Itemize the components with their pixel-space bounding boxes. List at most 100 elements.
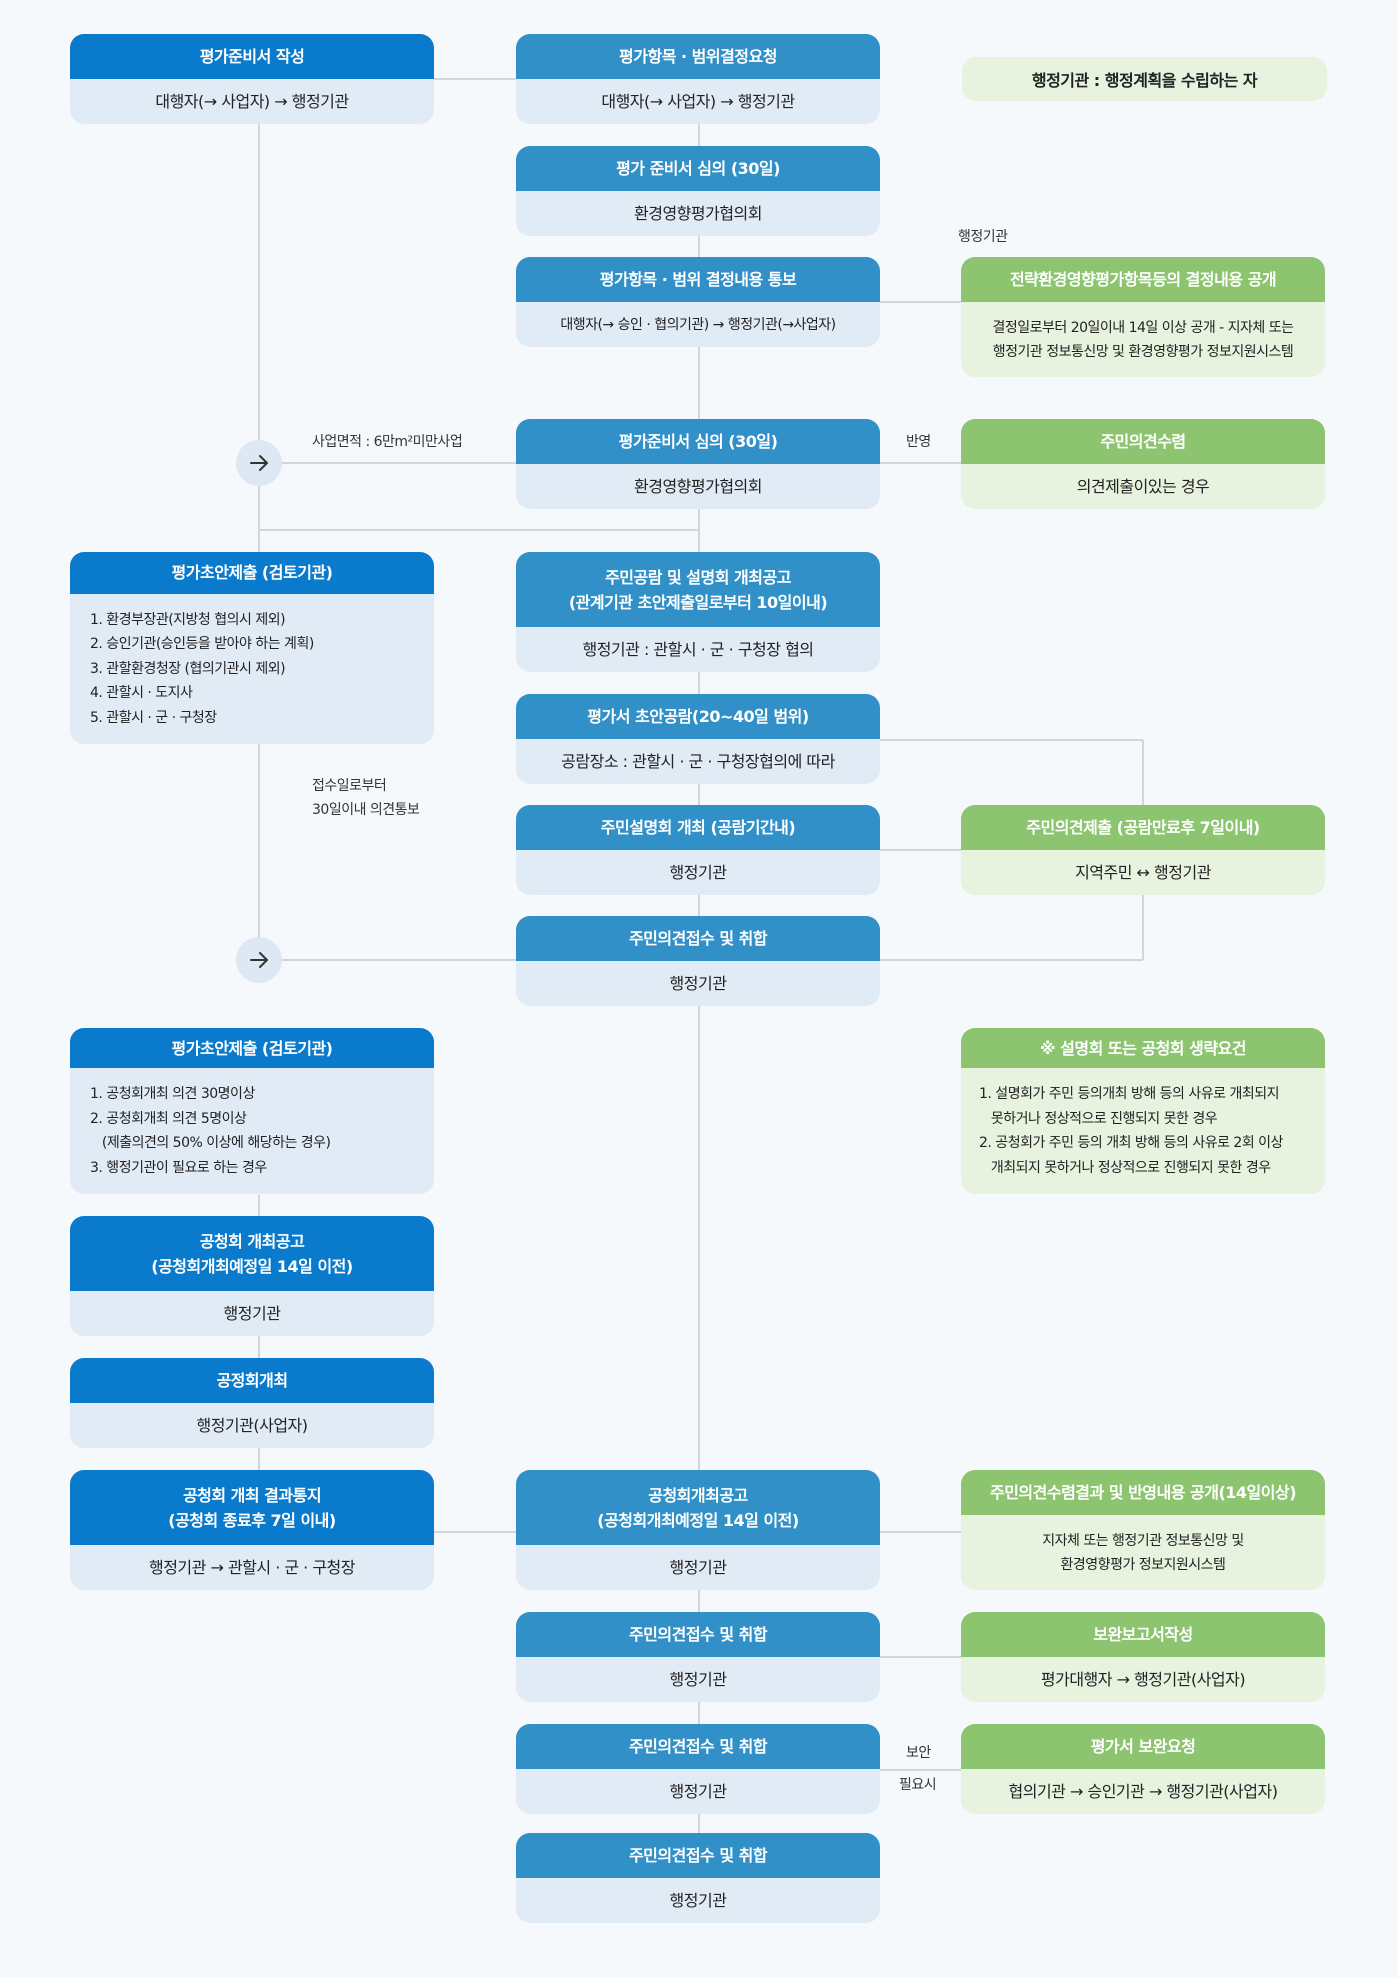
step-title: 평가서 초안공람(20~40일 범위)	[516, 694, 880, 739]
step-body: 행정기관	[516, 1769, 880, 1814]
step-body: 행정기관	[516, 1545, 880, 1590]
step-body: 1. 환경부장관(지방청 협의시 제외) 2. 승인기관(승인등을 받아야 하는…	[70, 593, 434, 744]
title-line: (공청회개최예정일 14일 이전)	[151, 1256, 353, 1276]
list-item: 2. 공청회개최 의견 5명이상	[90, 1110, 247, 1127]
list-item: 1. 공청회개최 의견 30명이상	[90, 1086, 255, 1102]
step-supplement-request: 평가서 보완요청 협의기관 → 승인기관 → 행정기관(사업자)	[961, 1724, 1325, 1814]
body-line: 행정기관 정보통신망 및 환경영향평가 정보지원시스템	[992, 343, 1294, 360]
step-title: 공청회 개최공고 (공청회개최예정일 14일 이전)	[70, 1216, 434, 1291]
step-prepare-document: 평가준비서 작성 대행자(→ 사업자) → 행정기관	[70, 34, 434, 124]
step-title: 평가준비서 작성	[70, 34, 434, 79]
step-title: 주민의견제출 (공람만료후 7일이내)	[961, 805, 1325, 850]
step-title: 평가서 보완요청	[961, 1724, 1325, 1769]
step-body: 공람장소 : 관할시 · 군 · 구청장협의에 따라	[516, 739, 880, 784]
step-draft-submit-2: 평가초안제출 (검토기관) 1. 공청회개최 의견 30명이상 2. 공청회개최…	[70, 1028, 434, 1194]
list-item: 1. 설명회가 주민 등의개최 방해 등의 사유로 개최되지	[979, 1086, 1280, 1102]
note-definition: 행정기관 : 행정계획을 수립하는 자	[962, 57, 1327, 101]
label-line: 30일이내 의견통보	[312, 802, 420, 818]
step-body: 행정기관	[516, 850, 880, 895]
step-title: 주민의견수렴	[961, 419, 1325, 464]
title-line: (공청회 종료후 7일 이내)	[168, 1510, 336, 1530]
step-title: ※ 설명회 또는 공청회 생략요건	[961, 1028, 1325, 1068]
step-supplement-report: 보완보고서작성 평가대행자 → 행정기관(사업자)	[961, 1612, 1325, 1702]
arrow-right-icon	[236, 937, 282, 983]
label-line: 접수일로부터	[312, 778, 387, 794]
list-item: 3. 행정기관이 필요로 하는 경우	[90, 1159, 267, 1176]
step-briefing: 주민설명회 개최 (공람기간내) 행정기관	[516, 805, 880, 895]
step-title: 주민의견수렴결과 및 반영내용 공개(14일이상)	[961, 1470, 1325, 1515]
title-line: 공청회 개최공고	[199, 1231, 305, 1251]
step-opinion-gather-3: 주민의견접수 및 취합 행정기관	[516, 1724, 880, 1814]
step-opinion-gather-2: 주민의견접수 및 취합 행정기관	[516, 1612, 880, 1702]
step-title: 평가초안제출 (검토기관)	[70, 552, 434, 594]
body-line: 결정일로부터 20일이내 14일 이상 공개 - 지자체 또는	[992, 319, 1294, 336]
list-item: 못하거나 정상적으로 진행되지 못한 경우	[979, 1110, 1218, 1127]
step-scope-notice: 평가항목 · 범위 결정내용 통보 대행자(→ 승인 · 협의기관) → 행정기…	[516, 257, 880, 347]
body-line: 환경영향평가 정보지원시스템	[1060, 1556, 1226, 1573]
step-title: 주민의견접수 및 취합	[516, 1724, 880, 1769]
step-result-disclosure: 주민의견수렴결과 및 반영내용 공개(14일이상) 지자체 또는 행정기관 정보…	[961, 1470, 1325, 1590]
step-title: 공청회개최공고 (공청회개최예정일 14일 이전)	[516, 1470, 880, 1545]
step-body: 행정기관 → 관할시 · 군 · 구청장	[70, 1545, 434, 1590]
label-if-needed: 필요시	[899, 1777, 937, 1793]
title-line: 공청회 개최 결과통지	[182, 1485, 322, 1505]
arrow-right-icon	[236, 440, 282, 486]
step-title: 평가초안제출 (검토기관)	[70, 1028, 434, 1068]
step-title: 주민의견접수 및 취합	[516, 1833, 880, 1878]
title-line: 공청회개최공고	[648, 1485, 748, 1505]
step-body: 행정기관(사업자)	[70, 1403, 434, 1448]
step-body: 환경영향평가협의회	[516, 191, 880, 236]
step-hearing-held: 공정회개최 행정기관(사업자)	[70, 1358, 434, 1448]
step-hearing-notice-2: 공청회개최공고 (공청회개최예정일 14일 이전) 행정기관	[516, 1470, 880, 1590]
step-title: 평가항목 · 범위결정요청	[516, 34, 880, 79]
step-title: 평가 준비서 심의 (30일)	[516, 146, 880, 191]
step-title: 평가항목 · 범위 결정내용 통보	[516, 257, 880, 302]
step-title: 공정회개최	[70, 1358, 434, 1403]
step-body: 1. 공청회개최 의견 30명이상 2. 공청회개최 의견 5명이상 (제출의견…	[70, 1068, 434, 1194]
step-disclosure: 전략환경영향평가항목등의 결정내용 공개 결정일로부터 20일이내 14일 이상…	[961, 257, 1325, 377]
step-title: 전략환경영향평가항목등의 결정내용 공개	[961, 257, 1325, 302]
label-supplement: 보안	[906, 1745, 931, 1761]
step-body: 대행자(→ 사업자) → 행정기관	[70, 79, 434, 124]
step-body: 결정일로부터 20일이내 14일 이상 공개 - 지자체 또는 행정기관 정보통…	[961, 302, 1325, 377]
step-opinion-submit: 주민의견제출 (공람만료후 7일이내) 지역주민 ↔ 행정기관	[961, 805, 1325, 895]
step-title: 주민의견접수 및 취합	[516, 1612, 880, 1657]
step-body: 행정기관	[516, 961, 880, 1006]
step-body: 환경영향평가협의회	[516, 464, 880, 509]
list-item: 5. 관할시 · 군 · 구청장	[90, 709, 217, 726]
step-hearing-notice: 공청회 개최공고 (공청회개최예정일 14일 이전) 행정기관	[70, 1216, 434, 1336]
step-prep-review-2: 평가준비서 심의 (30일) 환경영향평가협의회	[516, 419, 880, 509]
step-opinion-gather: 주민의견접수 및 취합 행정기관	[516, 916, 880, 1006]
step-body: 평가대행자 → 행정기관(사업자)	[961, 1657, 1325, 1702]
step-opinion-collect: 주민의견수렴 의견제출이있는 경우	[961, 419, 1325, 509]
title-line: 주민공람 및 설명회 개최공고	[605, 567, 791, 587]
list-item: 1. 환경부장관(지방청 협의시 제외)	[90, 611, 286, 628]
label-area: 사업면적 : 6만m²미만사업	[312, 430, 463, 454]
step-body: 대행자(→ 사업자) → 행정기관	[516, 79, 880, 124]
step-title: 주민의견접수 및 취합	[516, 916, 880, 961]
step-title: 공청회 개최 결과통지 (공청회 종료후 7일 이내)	[70, 1470, 434, 1545]
step-opinion-gather-4: 주민의견접수 및 취합 행정기관	[516, 1833, 880, 1923]
step-title: 평가준비서 심의 (30일)	[516, 419, 880, 464]
step-body: 행정기관	[70, 1291, 434, 1336]
label-reflect: 반영	[906, 430, 931, 454]
step-prep-review: 평가 준비서 심의 (30일) 환경영향평가협의회	[516, 146, 880, 236]
step-title: 주민설명회 개최 (공람기간내)	[516, 805, 880, 850]
list-item: 2. 공청회가 주민 등의 개최 방해 등의 사유로 2회 이상	[979, 1135, 1283, 1151]
label-receipt: 접수일로부터 30일이내 의견통보	[312, 774, 420, 822]
step-body: 지역주민 ↔ 행정기관	[961, 850, 1325, 895]
step-body: 행정기관	[516, 1878, 880, 1923]
step-body: 행정기관	[516, 1657, 880, 1702]
step-body: 협의기관 → 승인기관 → 행정기관(사업자)	[961, 1769, 1325, 1814]
step-scope-request: 평가항목 · 범위결정요청 대행자(→ 사업자) → 행정기관	[516, 34, 880, 124]
label-agency: 행정기관	[958, 229, 1008, 245]
list-item: 2. 승인기관(승인등을 받아야 하는 계획)	[90, 636, 314, 652]
title-line: (관계기관 초안제출일로부터 10일이내)	[568, 592, 828, 612]
step-body: 1. 설명회가 주민 등의개최 방해 등의 사유로 개최되지 못하거나 정상적으…	[961, 1068, 1325, 1194]
list-item: 개최되지 못하거나 정상적으로 진행되지 못한 경우	[979, 1159, 1271, 1176]
step-body: 대행자(→ 승인 · 협의기관) → 행정기관(→사업자)	[516, 302, 880, 347]
title-line: (공청회개최예정일 14일 이전)	[597, 1510, 799, 1530]
list-item: 4. 관할시 · 도지사	[90, 685, 193, 701]
step-hearing-result: 공청회 개최 결과통지 (공청회 종료후 7일 이내) 행정기관 → 관할시 ·…	[70, 1470, 434, 1590]
